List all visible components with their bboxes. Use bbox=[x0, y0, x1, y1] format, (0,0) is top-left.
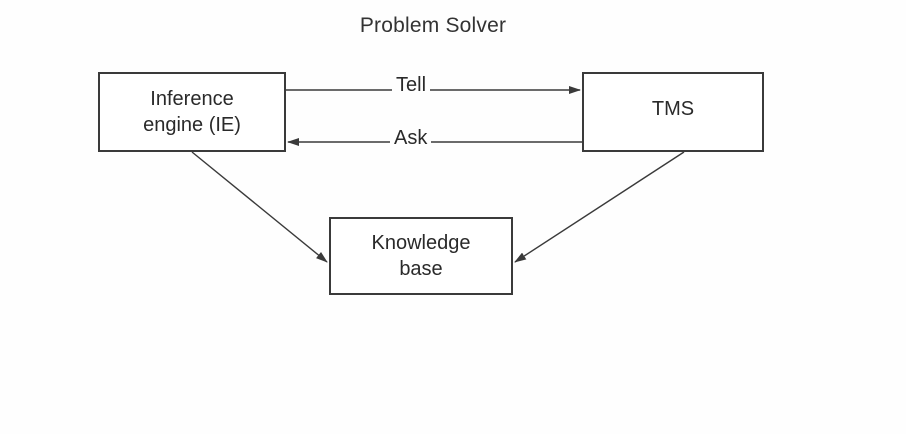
knowledge-base-node: Knowledge base bbox=[329, 217, 513, 295]
tms-node: TMS bbox=[582, 72, 764, 152]
knowledge-base-label: Knowledge base bbox=[371, 232, 471, 280]
tms-to-kb-arrow bbox=[514, 151, 685, 263]
inference-engine-label: Inference engine (IE) bbox=[143, 88, 241, 136]
tms-label: TMS bbox=[651, 98, 695, 120]
inference-engine-node: Inference engine (IE) bbox=[98, 72, 286, 152]
tell-label: Tell bbox=[392, 74, 431, 97]
ie-to-kb-arrow bbox=[191, 151, 328, 263]
ask-label: Ask bbox=[390, 127, 432, 150]
diagram-title: Problem Solver bbox=[359, 14, 507, 37]
